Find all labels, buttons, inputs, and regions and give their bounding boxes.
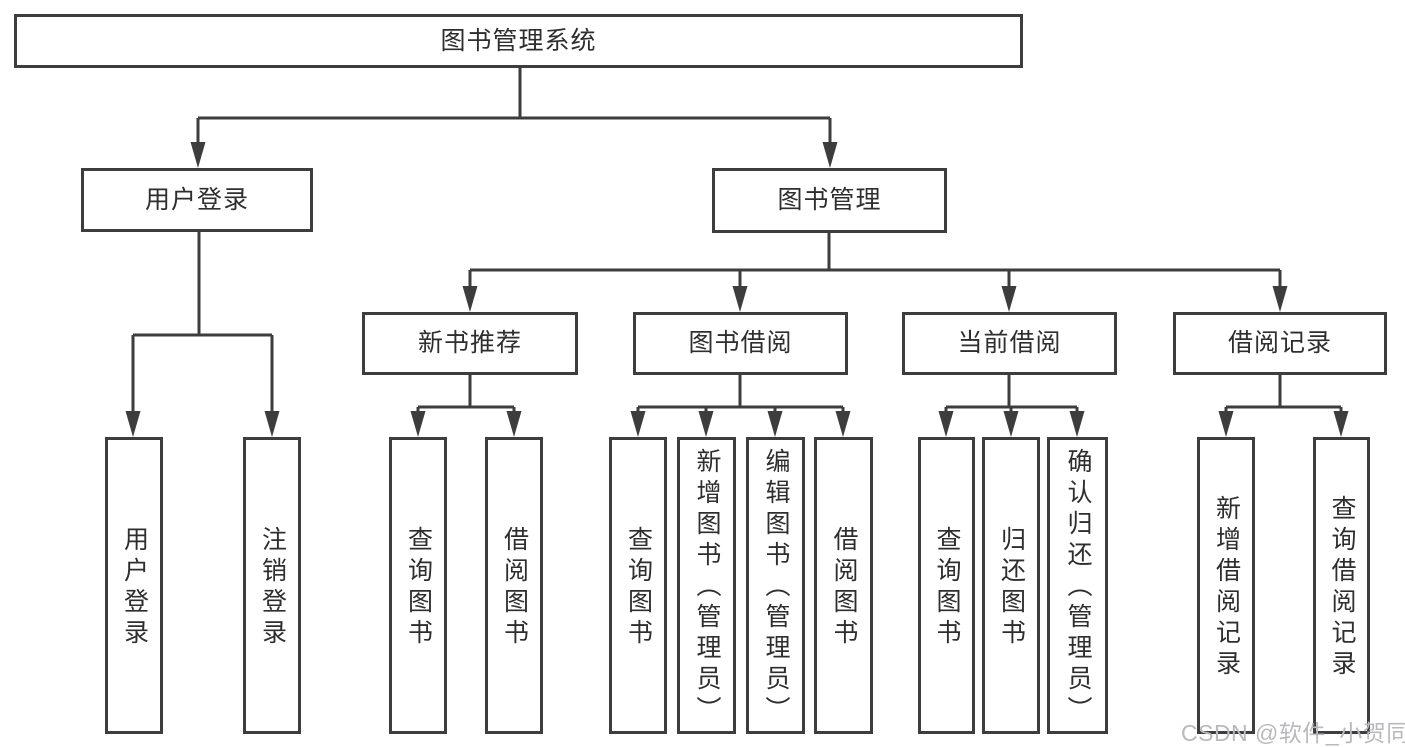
arrow-heads — [125, 142, 1349, 437]
node-book-borrowing: 图书借阅 — [633, 312, 848, 375]
leaf-add-book-admin: 新增图书（管理员） — [677, 437, 736, 734]
leaf-query-books-current: 查询图书 — [918, 437, 975, 734]
leaf-borrow-books-recommend: 借阅图书 — [485, 437, 543, 734]
node-current-borrowing: 当前借阅 — [902, 312, 1117, 375]
watermark-text: CSDN @软件_小贺同学 — [1181, 720, 1405, 746]
leaf-borrow-books-borrowing: 借阅图书 — [814, 437, 873, 734]
node-user-login: 用户登录 — [81, 168, 313, 232]
leaf-query-borrow-record: 查询借阅记录 — [1313, 437, 1370, 734]
node-book-management: 图书管理 — [712, 168, 947, 233]
leaf-confirm-return-admin: 确认归还（管理员） — [1047, 437, 1108, 734]
leaf-logout: 注销登录 — [243, 437, 301, 734]
leaf-user-login: 用户登录 — [105, 437, 163, 734]
leaf-query-books-borrowing: 查询图书 — [609, 437, 667, 734]
node-library-system: 图书管理系统 — [14, 14, 1023, 68]
connector-paths — [131, 68, 1343, 414]
leaf-return-books: 归还图书 — [982, 437, 1040, 734]
leaf-edit-book-admin: 编辑图书（管理员） — [746, 437, 805, 734]
leaf-add-borrow-record: 新增借阅记录 — [1197, 437, 1255, 734]
leaf-query-books-recommend: 查询图书 — [389, 437, 447, 734]
node-new-book-recommendation: 新书推荐 — [362, 312, 578, 375]
node-borrowing-records: 借阅记录 — [1173, 312, 1387, 375]
